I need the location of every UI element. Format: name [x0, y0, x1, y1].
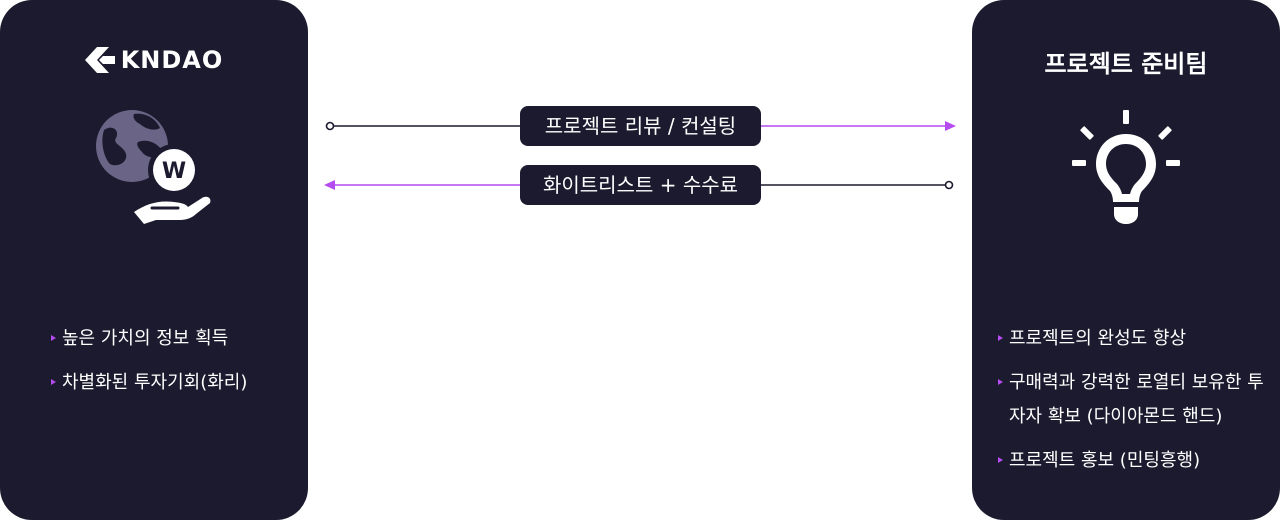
flow-label-whitelist: 화이트리스트 + 수수료	[520, 165, 761, 205]
coin-letter: W	[162, 159, 186, 184]
globe-hand-coin-icon: W	[96, 110, 211, 224]
bullet-triangle-icon	[998, 457, 1003, 463]
kndao-panel: KNDAO W 높은 가치의 정보 획득 차별화된 투자기회(화리)	[0, 0, 308, 520]
list-item: 높은 가치의 정보 획득	[50, 322, 300, 356]
bullet-triangle-icon	[998, 335, 1003, 341]
flow-arrow-review	[325, 121, 956, 131]
list-item: 구매력과 강력한 로열티 보유한 투자자 확보 (다이아몬드 핸드)	[997, 366, 1267, 434]
project-benefits-list: 프로젝트의 완성도 향상 구매력과 강력한 로열티 보유한 투자자 확보 (다이…	[997, 322, 1267, 488]
bullet-triangle-icon	[51, 335, 56, 341]
bullet-triangle-icon	[51, 379, 56, 385]
flow-label-review: 프로젝트 리뷰 / 컨설팅	[520, 106, 761, 146]
kndao-logo: KNDAO	[0, 46, 308, 74]
kndao-benefits-list: 높은 가치의 정보 획득 차별화된 투자기회(화리)	[50, 322, 300, 410]
logo-text: KNDAO	[120, 46, 224, 74]
lightbulb-icon	[1072, 110, 1180, 224]
project-team-panel: 프로젝트 준비팀 프로젝트의 완성도 향상 구매력과 강력한 로열티 보유한 투…	[972, 0, 1280, 520]
panel-title: 프로젝트 준비팀	[1044, 50, 1208, 78]
kndao-logo-icon	[84, 47, 115, 73]
flow-arrow-whitelist	[324, 180, 954, 190]
list-item: 프로젝트 홍보 (민팅흥행)	[997, 444, 1267, 478]
list-item: 프로젝트의 완성도 향상	[997, 322, 1267, 356]
bullet-triangle-icon	[998, 379, 1003, 385]
list-item: 차별화된 투자기회(화리)	[50, 366, 300, 400]
